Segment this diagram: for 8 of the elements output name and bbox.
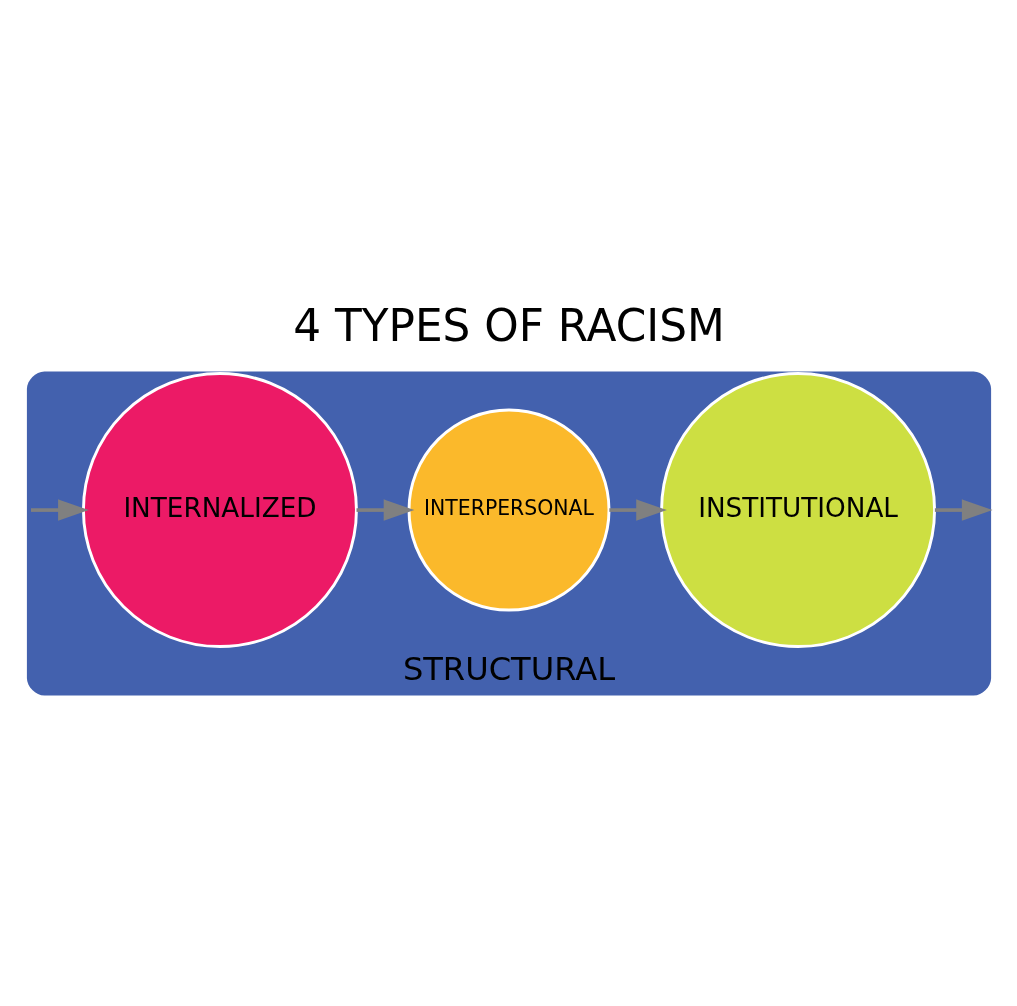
node-circle: INTERNALIZED [81,371,358,648]
arrow [934,498,993,521]
arrow [608,498,667,521]
node-circle: INTERPERSONAL [407,408,610,612]
node-circle: INSTITUTIONAL [659,371,936,648]
diagram-title: 4 TYPES OF RACISM [292,299,725,351]
arrow [30,498,89,521]
arrow [356,498,414,521]
